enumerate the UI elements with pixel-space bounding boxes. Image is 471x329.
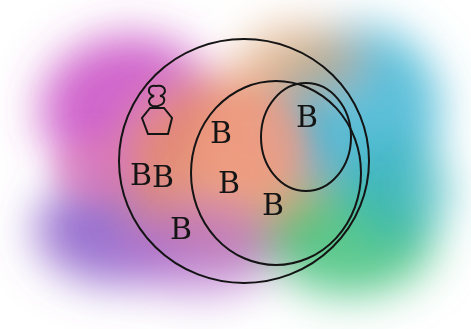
nested-circle: BBBBBBB xyxy=(118,38,370,284)
hand-letter: B xyxy=(152,162,174,192)
circle-outline xyxy=(190,80,362,266)
hand-letter: B xyxy=(130,160,152,190)
circle-outline xyxy=(118,38,370,284)
nested-circle: B xyxy=(260,82,352,192)
hand-letter: B xyxy=(262,190,284,220)
circle-outline xyxy=(260,82,352,192)
figure-body xyxy=(142,108,172,134)
figure-head xyxy=(149,86,165,107)
hand-letter: B xyxy=(210,118,232,148)
nested-circle: BBBB xyxy=(190,80,362,266)
hand-letter: B xyxy=(296,102,318,132)
hand-letter: B xyxy=(170,214,192,244)
hand-letter: B xyxy=(218,168,240,198)
